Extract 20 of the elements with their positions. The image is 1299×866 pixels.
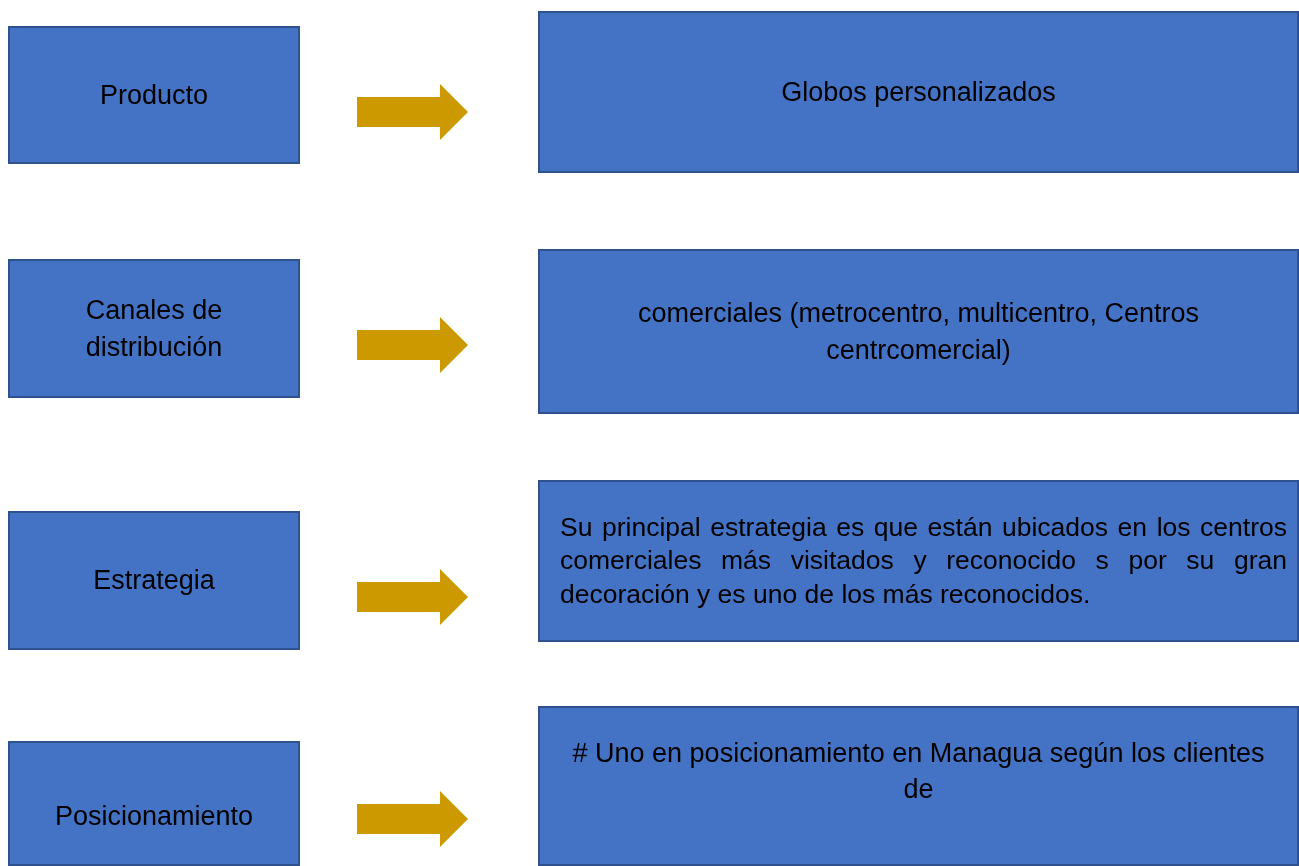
block-arrow bbox=[357, 791, 468, 847]
box-label: comerciales (metrocentro, multicentro, Centros centrcomercial) bbox=[636, 297, 1201, 367]
box-label: Producto bbox=[99, 78, 209, 112]
block-arrow bbox=[357, 317, 468, 373]
process-box bbox=[8, 259, 300, 398]
process-box bbox=[538, 249, 1299, 414]
box-label: Estrategia bbox=[93, 564, 215, 598]
process-box bbox=[538, 11, 1299, 173]
process-box bbox=[538, 480, 1299, 642]
box-label: Posicionamiento bbox=[54, 800, 254, 834]
process-box bbox=[8, 511, 300, 650]
block-arrow bbox=[357, 569, 468, 625]
block-arrow bbox=[357, 84, 468, 140]
box-label: Canales de distribución bbox=[84, 294, 224, 364]
process-box bbox=[538, 706, 1299, 866]
box-label: Su principal estrategia es que están ubicados en los centros comerciales más visitados y reconocido s por su gran decoración y es uno de los más reconocidos. bbox=[560, 511, 1287, 611]
process-box bbox=[8, 26, 300, 164]
process-box bbox=[8, 741, 300, 866]
box-label: Globos personalizados bbox=[781, 75, 1056, 109]
box-label: # Uno en posicionamiento en Managua según los clientes de bbox=[571, 736, 1266, 806]
